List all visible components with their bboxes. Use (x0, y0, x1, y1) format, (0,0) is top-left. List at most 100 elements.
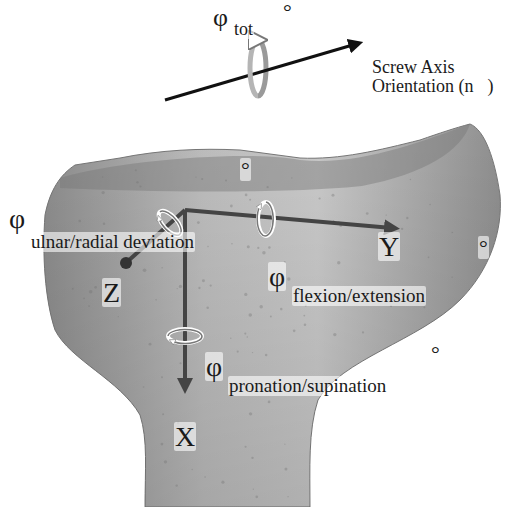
texture-dot (89, 290, 92, 293)
rotation-ring-back (258, 40, 266, 96)
texture-dot (268, 401, 271, 404)
texture-dot (291, 177, 292, 178)
texture-dot (139, 185, 141, 187)
texture-dot (202, 279, 205, 282)
texture-dot (180, 362, 182, 364)
texture-dot (221, 481, 224, 484)
texture-dot (177, 288, 178, 289)
texture-dot (401, 228, 403, 230)
texture-dot (245, 194, 248, 197)
phi-symbol: φ (212, 4, 229, 31)
texture-dot (143, 386, 144, 387)
texture-dot (287, 277, 290, 280)
texture-dot (252, 352, 253, 353)
texture-dot (210, 284, 212, 286)
texture-dot (244, 293, 247, 296)
texture-dot (225, 180, 227, 182)
texture-dot (176, 484, 178, 486)
texture-dot (231, 243, 233, 245)
texture-dot (266, 186, 268, 188)
texture-dot (197, 221, 200, 224)
texture-dot (198, 287, 200, 289)
texture-dot (136, 181, 138, 183)
phi-symbol: φ (268, 262, 286, 291)
texture-dot (337, 261, 340, 264)
bone-texture (72, 169, 453, 498)
rotation-symbol-y (258, 202, 274, 236)
texture-dot (164, 460, 167, 463)
texture-dot (423, 306, 425, 308)
z-axis-tip (120, 257, 132, 269)
texture-dot (270, 316, 272, 318)
texture-dot (293, 329, 296, 332)
texture-dot (102, 176, 103, 177)
texture-dot (318, 197, 320, 199)
texture-dot (78, 220, 81, 223)
texture-dot (88, 305, 90, 307)
texture-dot (149, 343, 152, 346)
texture-dot (94, 286, 97, 289)
texture-dot (386, 214, 387, 215)
texture-dot (83, 297, 85, 299)
texture-dot (284, 444, 285, 445)
texture-dot (255, 496, 258, 499)
texture-dot (244, 333, 246, 335)
rotation-ring-front (250, 40, 258, 96)
degree-mark: ° (240, 158, 251, 181)
texture-dot (428, 256, 430, 258)
y-axis (185, 210, 392, 228)
subscript: flexion/extension (292, 286, 426, 306)
texture-dot (303, 315, 305, 317)
texture-dot (162, 413, 164, 415)
rotation-symbol-x (168, 329, 202, 343)
texture-dot (237, 351, 239, 353)
degree-mark: ° (478, 236, 489, 259)
texture-dot (262, 251, 265, 254)
texture-dot (247, 336, 248, 337)
texture-dot (362, 331, 364, 333)
texture-dot (161, 267, 162, 268)
texture-dot (451, 277, 452, 278)
texture-dot (251, 457, 253, 459)
articular-rim (60, 124, 470, 192)
texture-dot (103, 223, 105, 225)
rotation-symbol-y (257, 202, 273, 236)
texture-dot (259, 305, 263, 309)
degree-mark: ° (282, 0, 293, 23)
texture-dot (245, 446, 247, 448)
texture-dot (268, 246, 270, 248)
subscript: ulnar/radial deviation (30, 232, 195, 252)
axis-name: Z (102, 278, 121, 307)
texture-dot (191, 469, 192, 470)
texture-dot (201, 178, 203, 180)
texture-dot (287, 496, 288, 497)
texture-dot (161, 376, 163, 378)
texture-dot (230, 205, 233, 208)
radius-bone (44, 124, 501, 507)
subscript: pronation/supination (228, 376, 387, 396)
texture-dot (284, 468, 287, 471)
texture-dot (452, 232, 454, 234)
axis-name: X (174, 422, 196, 451)
texture-dot (331, 194, 334, 197)
phi-symbol: φ (8, 204, 26, 233)
texture-dot (102, 191, 105, 194)
texture-dot (179, 285, 182, 288)
texture-dot (280, 308, 283, 311)
texture-dot (204, 476, 206, 478)
axis-caption: Screw Axis Orientation (n⃗) (371, 58, 503, 96)
subscript: tot (233, 20, 254, 39)
texture-dot (161, 443, 164, 446)
texture-dot (366, 212, 369, 215)
texture-dot (207, 246, 208, 247)
texture-dot (265, 354, 268, 357)
texture-dot (230, 338, 231, 339)
texture-dot (155, 299, 157, 301)
texture-dot (135, 169, 137, 171)
texture-dot (249, 199, 251, 201)
texture-dot (253, 489, 254, 490)
texture-dot (72, 288, 74, 290)
phi-symbol: φ (205, 352, 223, 381)
texture-dot (195, 177, 196, 178)
